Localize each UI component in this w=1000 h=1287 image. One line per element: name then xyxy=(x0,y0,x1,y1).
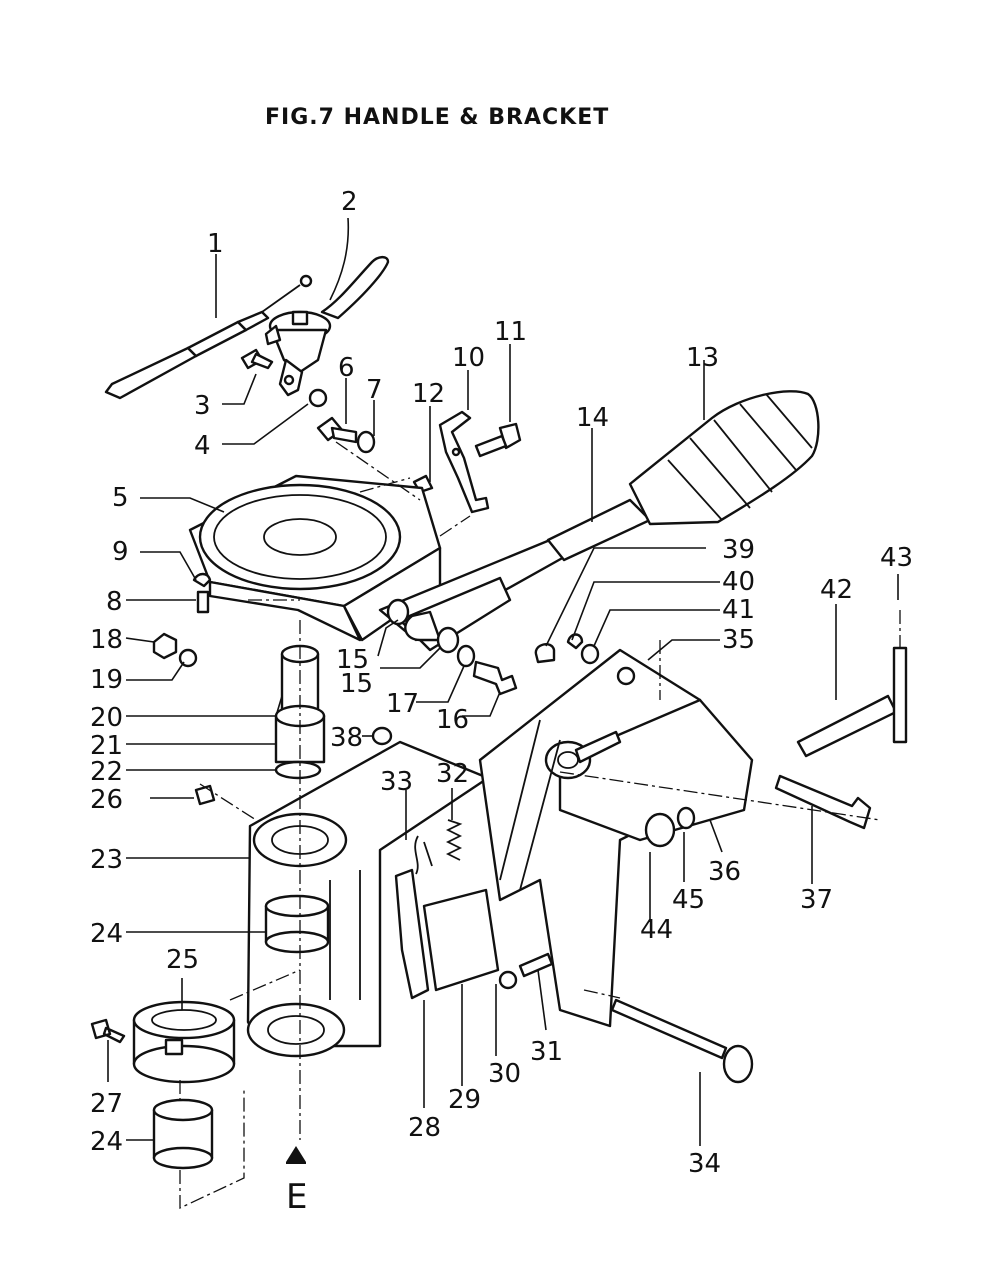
view-arrow xyxy=(286,1146,306,1164)
view-label-e: E xyxy=(286,1177,307,1217)
callout-16: 16 xyxy=(436,705,469,735)
lever-28-drawing xyxy=(394,868,430,1000)
tiller-grip-drawing xyxy=(628,390,820,526)
callout-24a: 24 xyxy=(90,919,123,949)
callout-35: 35 xyxy=(722,625,755,655)
figure-title: FIG.7 HANDLE & BRACKET xyxy=(265,105,609,130)
assembly-lines xyxy=(179,441,901,1210)
callout-5: 5 xyxy=(112,483,129,513)
callout-34: 34 xyxy=(688,1149,721,1179)
callout-45: 45 xyxy=(672,885,705,915)
nut-39-drawing xyxy=(534,643,556,664)
pin-33-drawing xyxy=(414,835,433,875)
callout-11: 11 xyxy=(494,317,527,347)
pin-34-drawing xyxy=(610,998,754,1084)
callout-41: 41 xyxy=(722,595,755,625)
callout-10: 10 xyxy=(452,343,485,373)
callout-24b: 24 xyxy=(90,1127,123,1157)
throttle-cable-drawing xyxy=(104,274,313,400)
callout-numbers: 1 2 3 4 5 6 7 8 9 10 11 12 13 14 15 15 1… xyxy=(90,187,913,1217)
washer-7-drawing xyxy=(356,430,376,454)
callout-13: 13 xyxy=(686,343,719,373)
bushing-24-lower-drawing xyxy=(152,1098,214,1170)
washer-17-drawing xyxy=(456,644,476,668)
bolt-31-drawing xyxy=(518,952,554,978)
bolt-11-drawing xyxy=(474,422,522,458)
collar-25-drawing xyxy=(132,1000,236,1084)
spring-32-drawing xyxy=(445,819,463,861)
washer-45-drawing xyxy=(676,806,696,830)
cover-plate-5-drawing xyxy=(188,474,442,642)
screw-26-drawing xyxy=(194,784,216,806)
bolt-37-drawing xyxy=(774,774,872,830)
callout-28: 28 xyxy=(408,1113,441,1143)
tiller-arm-drawing xyxy=(378,498,652,652)
callout-32: 32 xyxy=(436,759,469,789)
callout-14: 14 xyxy=(576,403,609,433)
callout-6: 6 xyxy=(338,353,355,383)
latch-29-drawing xyxy=(422,888,500,992)
callout-42: 42 xyxy=(820,575,853,605)
callout-19: 19 xyxy=(90,665,123,695)
screw-27-drawing xyxy=(90,1018,126,1044)
callout-8: 8 xyxy=(106,587,123,617)
screw-42-drawing xyxy=(796,694,898,758)
callout-12: 12 xyxy=(412,379,445,409)
callout-15b: 15 xyxy=(340,669,373,699)
plate-10-drawing xyxy=(438,410,490,514)
callout-40: 40 xyxy=(722,567,755,597)
washer-44-drawing xyxy=(644,812,676,848)
callout-4: 4 xyxy=(194,431,211,461)
screw-3-drawing xyxy=(240,348,274,370)
callout-2: 2 xyxy=(341,187,358,217)
nut-4-drawing xyxy=(308,388,328,408)
callout-31: 31 xyxy=(530,1037,563,1067)
throttle-lever-drawing xyxy=(264,255,390,397)
bolt-16-drawing xyxy=(472,660,518,696)
callout-7: 7 xyxy=(366,375,383,405)
callout-22: 22 xyxy=(90,757,123,787)
callout-3: 3 xyxy=(194,391,211,421)
washer-38-drawing xyxy=(371,726,393,746)
nut-18-drawing xyxy=(152,632,178,660)
washer-15b-drawing xyxy=(436,626,460,654)
callout-33: 33 xyxy=(380,767,413,797)
callout-37: 37 xyxy=(800,885,833,915)
callout-44: 44 xyxy=(640,915,673,945)
callout-25: 25 xyxy=(166,945,199,975)
callout-9: 9 xyxy=(112,537,129,567)
callout-23: 23 xyxy=(90,845,123,875)
washer-22-drawing xyxy=(274,760,322,780)
callout-29: 29 xyxy=(448,1085,481,1115)
callout-26: 26 xyxy=(90,785,123,815)
callout-43: 43 xyxy=(880,543,913,573)
bushing-24-upper-drawing xyxy=(264,894,330,954)
callout-36: 36 xyxy=(708,857,741,887)
washer-41-drawing xyxy=(580,643,600,665)
bolt-6-drawing xyxy=(316,416,358,444)
callout-20: 20 xyxy=(90,703,123,733)
part-drawings xyxy=(90,255,908,1170)
screw-8-drawing xyxy=(196,590,210,614)
callout-30: 30 xyxy=(488,1059,521,1089)
callout-21: 21 xyxy=(90,731,123,761)
callout-18: 18 xyxy=(90,625,123,655)
clip-9-drawing xyxy=(192,572,212,588)
handle-43-drawing xyxy=(892,646,908,744)
callout-39: 39 xyxy=(722,535,755,565)
callout-27: 27 xyxy=(90,1089,123,1119)
clip-40-drawing xyxy=(566,633,584,650)
callout-38: 38 xyxy=(330,723,363,753)
callout-17: 17 xyxy=(386,689,419,719)
callout-15a: 15 xyxy=(336,645,369,675)
callout-1: 1 xyxy=(207,229,224,259)
washer-15a-drawing xyxy=(386,598,410,626)
washer-30-drawing xyxy=(498,970,518,990)
leader-lines xyxy=(107,217,899,1146)
